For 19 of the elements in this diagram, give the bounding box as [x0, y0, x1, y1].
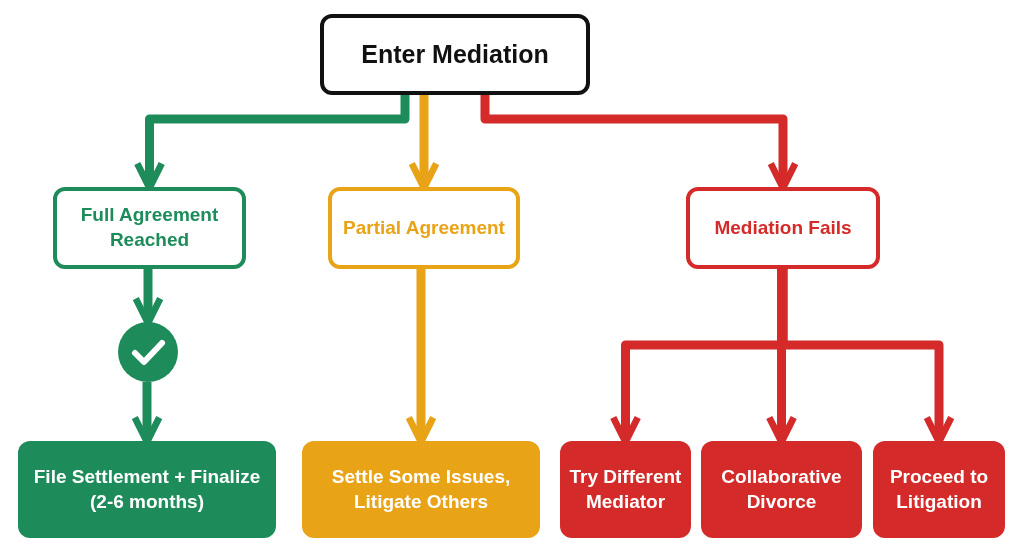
result-box — [701, 441, 862, 538]
box-label: Full Agreement Reached — [79, 203, 220, 252]
result-box — [873, 441, 1005, 538]
outcome-box — [53, 187, 246, 269]
result-box — [302, 441, 540, 538]
box-label: Settle Some Issues, Litigate Others — [330, 464, 512, 514]
box-label: Collaborative Divorce — [720, 464, 843, 514]
outcome-box — [328, 187, 520, 269]
result-box — [560, 441, 691, 538]
box-label: Proceed to Litigation — [888, 464, 990, 514]
result-box — [18, 441, 276, 538]
box-label: Enter Mediation — [360, 39, 550, 71]
outcome-box — [686, 187, 880, 269]
box-label: Try Different Mediator — [568, 464, 683, 514]
box-label: Partial Agreement — [342, 215, 506, 240]
checkmark-circle-icon — [118, 322, 178, 382]
start-box — [320, 14, 590, 95]
box-label: Mediation Fails — [713, 215, 853, 240]
box-label: File Settlement + Finalize (2-6 months) — [32, 464, 262, 514]
